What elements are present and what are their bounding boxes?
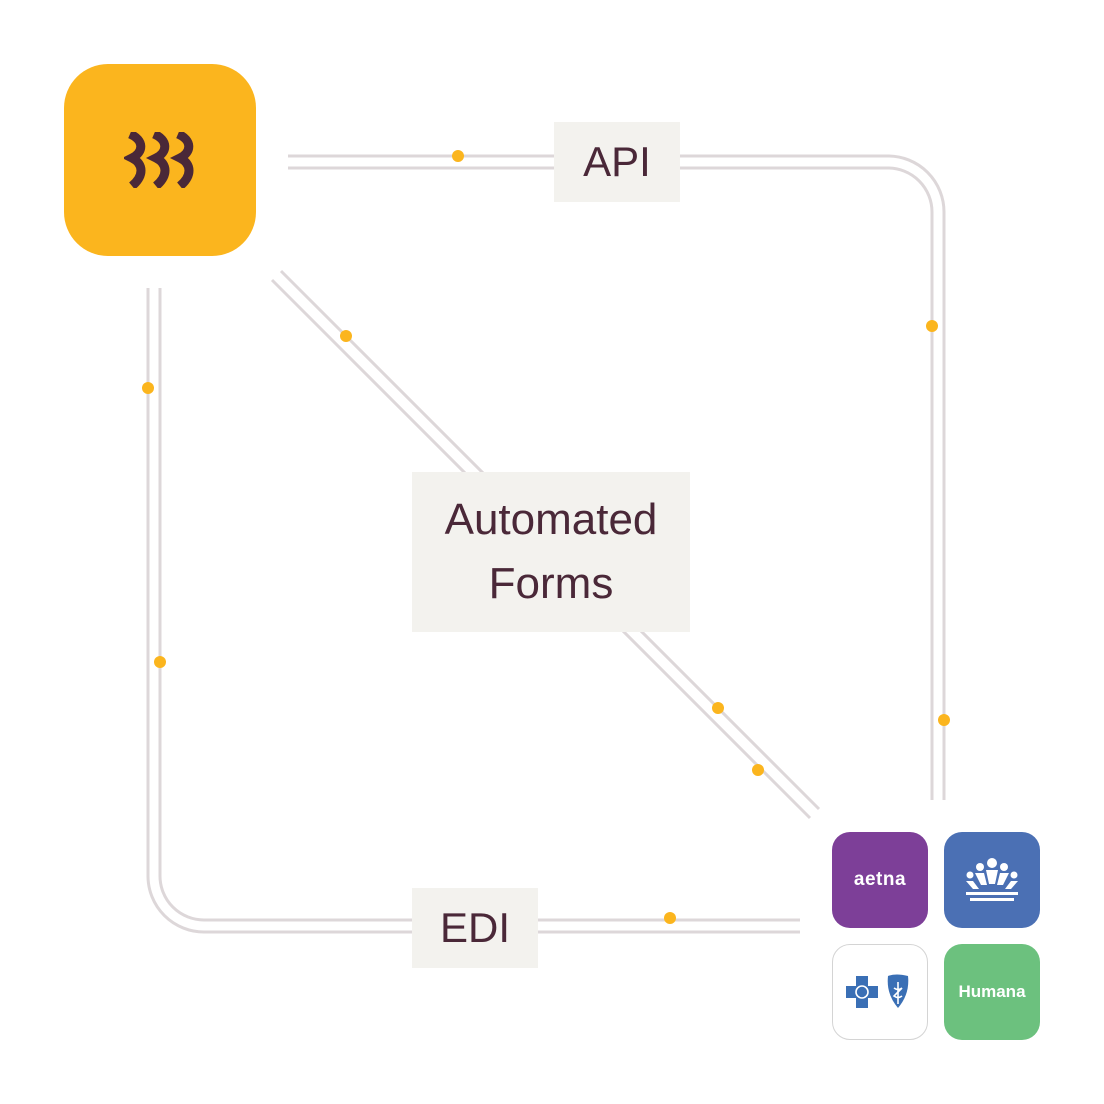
packet-dot [452,150,464,162]
automated-forms-label: Automated Forms [412,472,690,632]
edi-label-text: EDI [439,904,510,951]
packet-dot [142,382,154,394]
edi-track-outer [146,288,800,934]
aetna-logo-text: aetna [853,869,907,890]
bcbs-logo-tile [832,944,928,1040]
api-track-inner [288,166,934,800]
humana-logo-tile: Humana [944,944,1040,1040]
packet-dot [712,702,724,714]
kaiser-logo-icon [966,858,1018,901]
automated-forms-label-line2: Forms [488,559,614,608]
hub-logo-tile [64,64,256,256]
edi-label: EDI [412,888,538,968]
aetna-logo-tile: aetna [832,832,928,928]
kaiser-logo-tile [944,832,1040,928]
automated-forms-label-line1: Automated [444,495,658,544]
packet-dot [938,714,950,726]
packet-dot [926,320,938,332]
api-label: API [554,122,680,202]
packet-dot [154,656,166,668]
bcbs-cross-shield-icon [846,974,909,1008]
wave-logo-icon [124,132,194,188]
packet-dot [340,330,352,342]
packet-dot [664,912,676,924]
packet-dot [752,764,764,776]
api-track-outer [288,154,946,800]
api-label-text: API [583,138,651,185]
edi-track-inner [158,288,800,922]
humana-logo-text: Humana [958,982,1026,1001]
